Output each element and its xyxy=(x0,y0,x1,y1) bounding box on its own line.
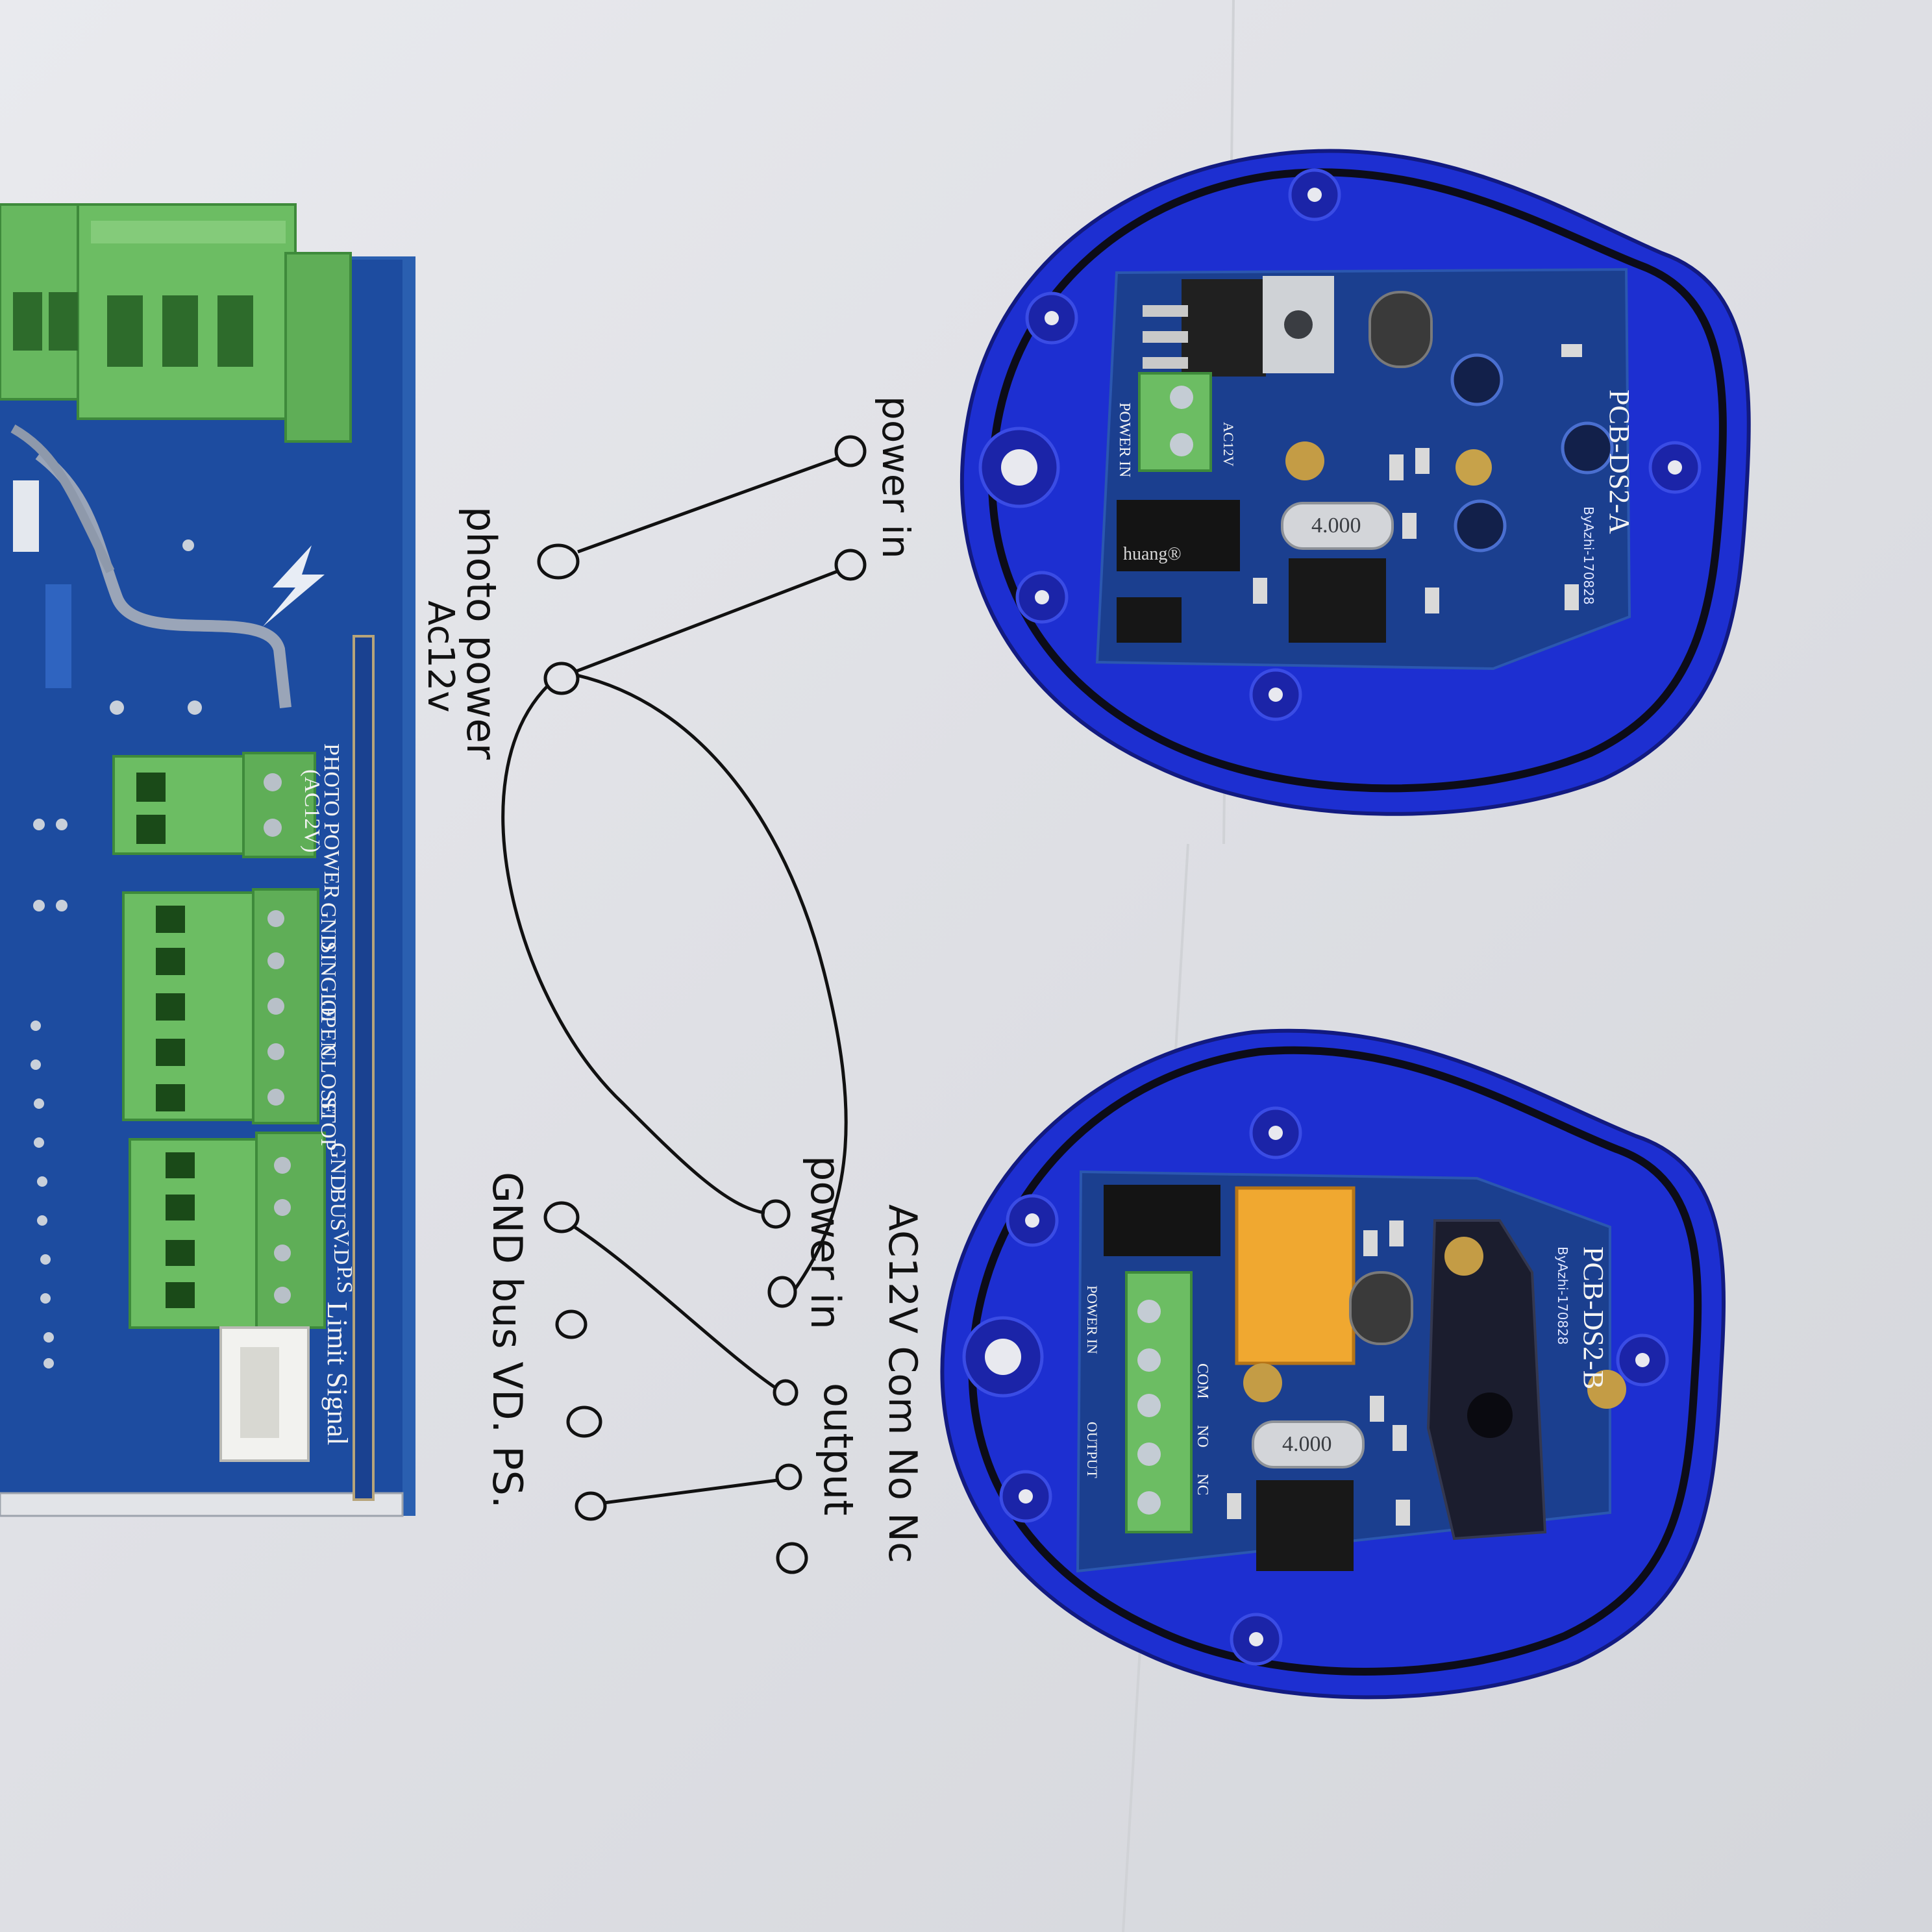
label-ps: P.S xyxy=(332,1266,356,1294)
crystal-oscillator xyxy=(1281,502,1394,550)
screw xyxy=(1455,449,1492,486)
ir-receiver xyxy=(1426,1219,1547,1541)
sensor-a-pcb: PCB-DS2-A ByAzhi-170828 POWER IN AC12V 4… xyxy=(1095,267,1635,671)
hand-power-in-2: power in xyxy=(802,1156,849,1330)
bus-terminal xyxy=(129,1132,326,1329)
ir-led xyxy=(1454,499,1507,552)
ic-chip xyxy=(1289,558,1386,643)
sensor-b-power-in: POWER IN xyxy=(1084,1285,1100,1354)
relay xyxy=(1235,1186,1356,1365)
drawn-terminal-circle xyxy=(543,1201,580,1233)
ir-led xyxy=(1561,421,1614,475)
label-ac12v: (AC12V) xyxy=(300,769,324,852)
board-mark xyxy=(13,480,39,552)
drawn-terminal-circle xyxy=(776,1542,808,1574)
electrolytic-capacitor xyxy=(1349,1271,1413,1345)
hand-ac12v: Ac12v xyxy=(419,601,462,713)
hand-output-labels: AC12V Com No Nc xyxy=(880,1204,925,1563)
electrolytic-capacitor xyxy=(1368,291,1433,368)
sensor-b-output: OUTPUT xyxy=(1084,1422,1100,1478)
sensor-b-title: PCB-DS2-B xyxy=(1578,1246,1609,1389)
sensor-a-by-line: ByAzhi-170828 xyxy=(1581,506,1596,605)
label-gnd-1: GND xyxy=(316,902,340,950)
screw xyxy=(1243,1363,1282,1402)
drawn-wire xyxy=(573,1225,777,1390)
drawn-terminal-circle xyxy=(767,1276,797,1308)
hand-power-in: power in xyxy=(874,396,918,559)
main-control-board: PHOTO POWER (AC12V) GND SINGLE OPEN CLOS… xyxy=(0,203,415,1517)
crystal-oscillator xyxy=(1252,1420,1365,1468)
regulator-component xyxy=(1182,279,1266,377)
sensor-a-crystal: 4.000 xyxy=(1311,514,1361,538)
label-close: CLOSE xyxy=(316,1045,340,1115)
control-signal-terminal xyxy=(122,888,319,1124)
drawn-terminal-circle xyxy=(543,662,580,695)
board-rail xyxy=(353,635,375,1501)
sensor-a-ac12v: AC12V xyxy=(1220,422,1237,467)
sensor-b-pcb: PCB-DS2-B ByAzhi-170828 POWER IN OUTPUT … xyxy=(1076,1170,1626,1573)
drawn-wire xyxy=(574,569,838,674)
drawn-wire xyxy=(577,456,839,554)
sensor-b-no: NO xyxy=(1194,1425,1211,1448)
hand-gnd-bus-vd-ps: GND bus VD. PS. xyxy=(484,1172,531,1509)
drawn-terminal-circle xyxy=(775,1463,802,1491)
sensor-b-crystal: 4.000 xyxy=(1282,1432,1332,1456)
drawn-terminal-circle xyxy=(537,543,580,580)
board-mark xyxy=(45,584,71,688)
drawn-terminal-circle xyxy=(834,435,867,467)
board-vias xyxy=(31,539,202,1368)
drawn-terminal-circle xyxy=(761,1199,791,1229)
hand-photo-power: photo power xyxy=(458,506,505,760)
drawn-wire xyxy=(501,684,765,1215)
jumper-block xyxy=(1104,1185,1220,1256)
handwritten-diagram xyxy=(501,435,867,1574)
sensor-a-title: PCB-DS2-A xyxy=(1604,390,1635,534)
top-terminal-blocks xyxy=(0,203,352,443)
metal-frame xyxy=(0,1492,404,1517)
photo-power-terminal xyxy=(112,752,316,858)
label-open: OPEN xyxy=(316,1000,340,1058)
jumper-block xyxy=(1117,500,1240,571)
drawn-terminal-circle xyxy=(566,1406,602,1438)
label-limit-signal: Limit Signal xyxy=(321,1302,353,1445)
ir-led xyxy=(1450,353,1504,406)
label-gnd-2: GND xyxy=(326,1143,350,1191)
label-photo-power: PHOTO POWER xyxy=(319,743,343,900)
drawn-terminal-circle xyxy=(575,1491,607,1521)
drawn-wire xyxy=(576,673,848,1290)
label-bus: BUS xyxy=(326,1188,350,1231)
screw xyxy=(1285,441,1324,480)
lightning-icon xyxy=(263,545,325,626)
sensor-b-by-line: ByAzhi-170828 xyxy=(1555,1246,1570,1345)
ic-chip xyxy=(1256,1480,1354,1571)
label-vd: V.D xyxy=(329,1230,353,1265)
sensor-a-power-in: POWER IN xyxy=(1116,402,1133,477)
sensor-b-com: COM xyxy=(1194,1363,1211,1399)
drawn-terminal-circle xyxy=(555,1309,588,1339)
label-stop: STOP xyxy=(316,1097,340,1151)
screw xyxy=(1587,1370,1626,1409)
sensor-a-brand: huang® xyxy=(1123,544,1182,564)
solder-trace xyxy=(10,424,115,574)
hand-output: output xyxy=(815,1383,862,1516)
drawn-wire xyxy=(603,1478,778,1505)
label-single: SINGLE xyxy=(316,941,340,1020)
drawn-terminal-circle xyxy=(773,1379,799,1406)
screw xyxy=(1444,1237,1483,1276)
sensor-b-nc: NC xyxy=(1194,1474,1211,1495)
drawn-terminal-circle xyxy=(834,549,867,581)
limit-signal-connector xyxy=(219,1326,310,1462)
